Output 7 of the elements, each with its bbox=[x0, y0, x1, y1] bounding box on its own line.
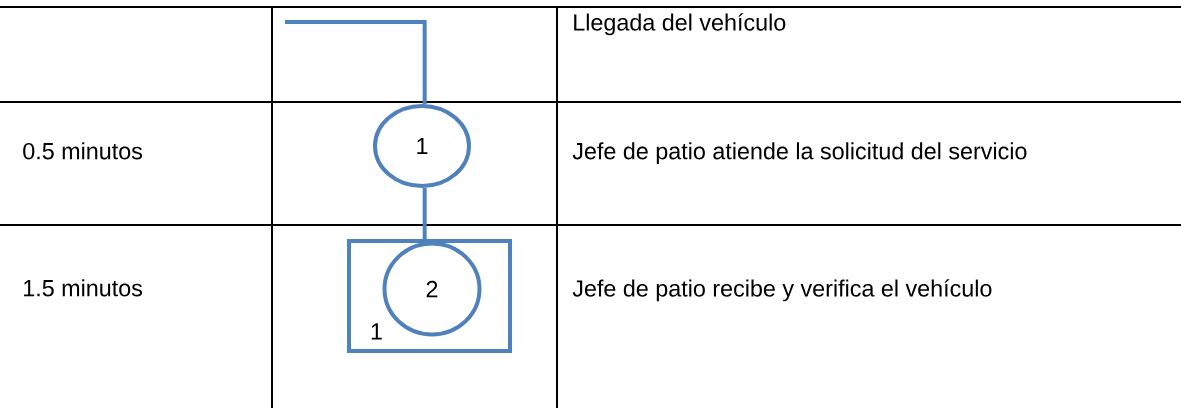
connector-line bbox=[285, 20, 427, 104]
cell-text: Jefe de patio recibe y verifica el vehículo bbox=[572, 279, 992, 302]
cell-text: 0.5 minutos bbox=[23, 142, 142, 160]
cell-text: 1.5 minutos bbox=[24, 279, 142, 297]
cell-text: Jefe de patio atiende la solicitud del servicio bbox=[572, 142, 1027, 165]
cell-text: Llegada del vehículo bbox=[574, 13, 786, 36]
connector-line bbox=[422, 188, 427, 242]
